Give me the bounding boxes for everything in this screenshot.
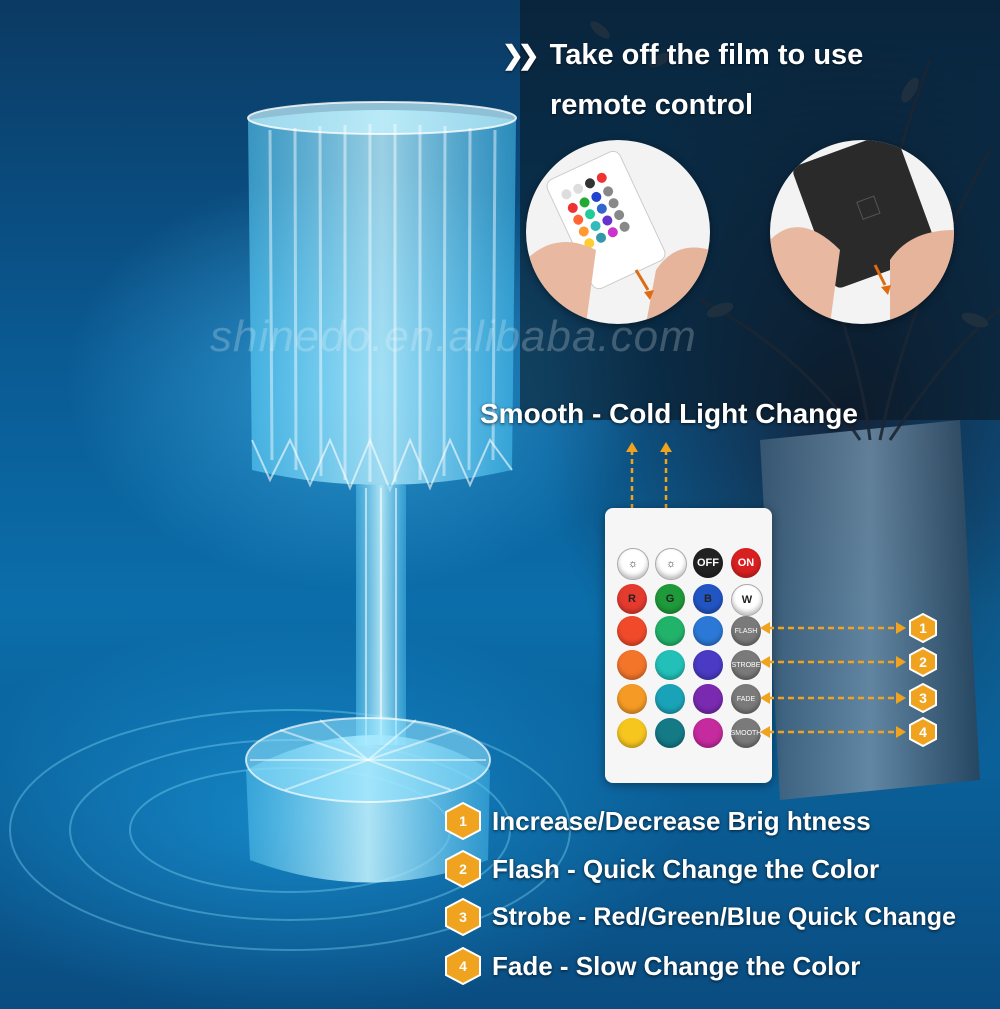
on-button[interactable]: ON [731, 548, 761, 578]
legend-badge: 2 [444, 849, 482, 889]
color-button[interactable] [655, 616, 685, 646]
color-button[interactable] [655, 718, 685, 748]
legend-number: 3 [459, 909, 467, 925]
callout-badge: 1 [908, 612, 938, 644]
callout-number: 1 [919, 620, 927, 636]
color-button[interactable] [617, 616, 647, 646]
legend-number: 4 [459, 958, 467, 974]
callout-number: 3 [919, 690, 927, 706]
legend-text: Flash - Quick Change the Color [492, 853, 880, 884]
color-button[interactable] [617, 650, 647, 680]
legend-item-4: 4 Fade - Slow Change the Color [444, 946, 860, 986]
flash-button[interactable]: FLASH [731, 616, 761, 646]
color-button[interactable] [693, 718, 723, 748]
remote-control: ☼ ☼ OFF ON R G B W FLASH STROBE FADE SMO… [605, 508, 772, 783]
legend-item-3: 3 Strobe - Red/Green/Blue Quick Change [444, 897, 956, 937]
headline-line1: Take off the film to use [549, 39, 864, 71]
legend-item-1: 1 Increase/Decrease Brig htness [444, 801, 871, 841]
color-button[interactable] [655, 684, 685, 714]
off-button[interactable]: OFF [693, 548, 723, 578]
legend-text: Strobe - Red/Green/Blue Quick Change [492, 902, 956, 931]
legend-badge: 1 [444, 801, 482, 841]
green-button[interactable]: G [655, 584, 685, 614]
blue-button[interactable]: B [693, 584, 723, 614]
double-chevron-icon: ❯❯ [502, 40, 539, 70]
remote-photo-back [770, 140, 954, 324]
callout-number: 4 [919, 724, 927, 740]
callout-badge: 2 [908, 646, 938, 678]
mode-arrows [760, 622, 906, 738]
legend-text: Fade - Slow Change the Color [492, 950, 861, 981]
headline-line2: remote control [550, 89, 754, 121]
color-button[interactable] [693, 616, 723, 646]
callout-badge: 4 [908, 716, 938, 748]
strobe-button[interactable]: STROBE [731, 650, 761, 680]
smooth-cold-light-label: Smooth - Cold Light Change [480, 398, 858, 429]
remote-photo-front [526, 140, 710, 324]
legend-number: 1 [459, 813, 467, 829]
color-button[interactable] [617, 684, 647, 714]
legend-badge: 4 [444, 946, 482, 986]
color-button[interactable] [655, 650, 685, 680]
legend-badge: 3 [444, 897, 482, 937]
color-button[interactable] [617, 718, 647, 748]
smooth-button[interactable]: SMOOTH [731, 718, 761, 748]
fade-button[interactable]: FADE [731, 684, 761, 714]
color-button[interactable] [693, 684, 723, 714]
red-button[interactable]: R [617, 584, 647, 614]
legend-item-2: 2 Flash - Quick Change the Color [444, 849, 879, 889]
brightness-up-button[interactable]: ☼ [617, 548, 649, 580]
white-button[interactable]: W [731, 584, 763, 616]
color-button[interactable] [693, 650, 723, 680]
legend-number: 2 [459, 861, 467, 877]
brightness-down-button[interactable]: ☼ [655, 548, 687, 580]
headline: ❯❯ Take off the film to use remote contr… [502, 30, 863, 130]
legend-text: Increase/Decrease Brig htness [492, 805, 871, 836]
callout-badge: 3 [908, 682, 938, 714]
callout-number: 2 [919, 654, 927, 670]
